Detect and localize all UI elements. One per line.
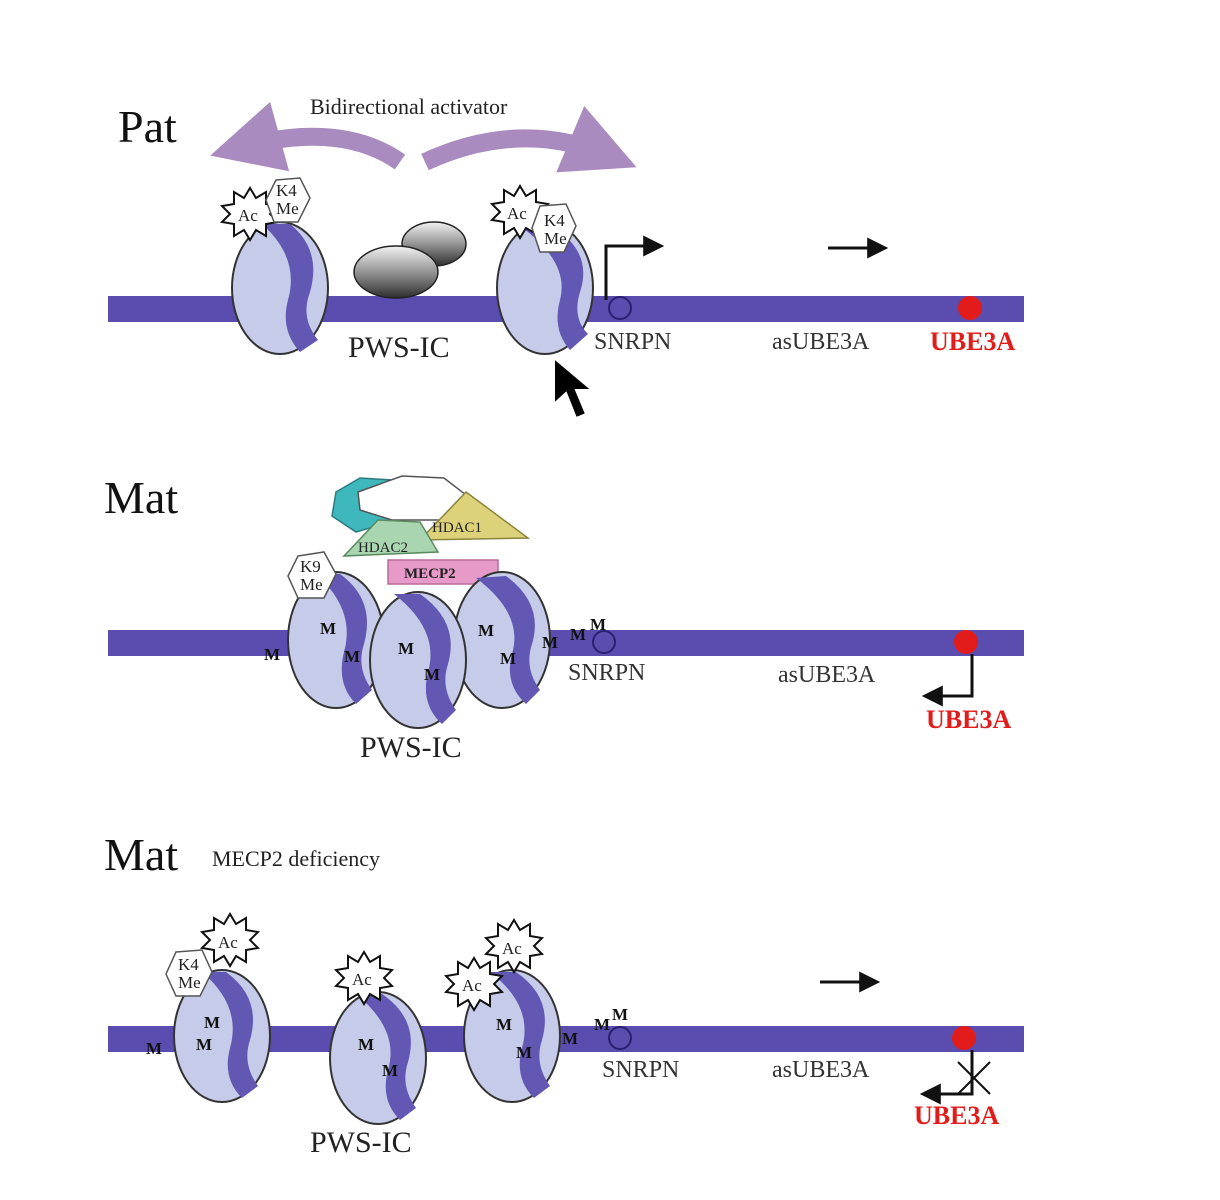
acetylation-star-icon xyxy=(333,950,395,1006)
gene-snrpn: SNRPN xyxy=(568,660,645,686)
k4me-hexagon-icon xyxy=(531,203,577,253)
cursor-pointer-icon xyxy=(553,355,595,420)
region-label: PWS-IC xyxy=(348,331,450,364)
hdac2-label: HDAC2 xyxy=(358,540,408,556)
methyl-mark: M xyxy=(562,1029,578,1048)
methyl-mark: M xyxy=(196,1035,212,1054)
methyl-mark: M xyxy=(382,1061,398,1080)
methyl-mark: M xyxy=(264,645,280,664)
methyl-mark: M xyxy=(496,1015,512,1034)
dna-strand xyxy=(108,630,1024,656)
methyl-mark: M xyxy=(570,625,586,644)
gene-ube3a: UBE3A xyxy=(930,327,1015,356)
ube3a-locus xyxy=(954,630,978,654)
methyl-mark: M xyxy=(424,665,440,684)
transcription-arrow-icon xyxy=(604,235,665,300)
mark-ac: Ac xyxy=(462,976,482,995)
ube3a-locus xyxy=(952,1026,976,1050)
mecp2-deficiency-label: MECP2 deficiency xyxy=(212,846,380,871)
mecp2-label: MECP2 xyxy=(404,566,456,582)
mark-ac: Ac xyxy=(218,933,238,952)
mark-k4: K4 xyxy=(276,181,297,200)
mark-k4: K4 xyxy=(544,211,565,230)
acetylation-star-icon xyxy=(443,956,505,1012)
activator-protein xyxy=(353,245,439,299)
methyl-mark: M xyxy=(146,1039,162,1058)
methyl-mark: M xyxy=(590,615,606,634)
panel-title: Mat xyxy=(104,829,178,880)
panel-maternal: Mat HDAC1 HDAC2 MECP2 K9 Me M M M M M xyxy=(104,472,1024,764)
mark-k4: K4 xyxy=(178,955,199,974)
gene-asube3a: asUBE3A xyxy=(772,329,870,355)
methyl-mark: M xyxy=(516,1043,532,1062)
gene-asube3a: asUBE3A xyxy=(772,1057,870,1083)
nucleosome xyxy=(496,221,594,355)
gene-snrpn: SNRPN xyxy=(602,1057,679,1083)
hdac1-label: HDAC1 xyxy=(432,520,482,536)
gene-snrpn: SNRPN xyxy=(594,329,671,355)
methyl-mark: M xyxy=(398,639,414,658)
gene-ube3a: UBE3A xyxy=(926,705,1011,734)
mark-me: Me xyxy=(300,575,323,594)
gene-asube3a: asUBE3A xyxy=(778,662,876,688)
region-label: PWS-IC xyxy=(310,1126,412,1159)
mark-k9: K9 xyxy=(300,557,321,576)
methyl-mark: M xyxy=(542,633,558,652)
methyl-mark: M xyxy=(358,1035,374,1054)
nucleosome xyxy=(173,969,271,1103)
hdac2-protein xyxy=(342,519,440,557)
nucleosome xyxy=(369,591,467,729)
panel-paternal: Pat Bidirectional activator Ac K4 Me Ac … xyxy=(108,94,1024,420)
acetylation-star-icon xyxy=(483,918,545,974)
methyl-mark: M xyxy=(612,1005,628,1024)
k9me-hexagon-icon xyxy=(287,551,337,599)
bidirectional-activator-label: Bidirectional activator xyxy=(310,94,508,119)
transcription-arrow-icon xyxy=(919,1050,974,1105)
snrpn-promoter xyxy=(608,296,632,320)
region-label: PWS-IC xyxy=(360,731,462,764)
mark-me: Me xyxy=(544,229,567,248)
methyl-mark: M xyxy=(594,1015,610,1034)
left-activator-arrow xyxy=(210,101,406,172)
transcription-arrow-icon xyxy=(921,654,974,707)
methyl-mark: M xyxy=(500,649,516,668)
mark-ac: Ac xyxy=(238,206,258,225)
mark-ac: Ac xyxy=(502,939,522,958)
k4me-hexagon-icon xyxy=(265,177,311,223)
nucleosome xyxy=(231,221,329,355)
panel-maternal-mecp2-deficiency: Mat MECP2 deficiency Ac K4 Me Ac Ac Ac M… xyxy=(104,829,1024,1159)
panel-title: Mat xyxy=(104,472,178,523)
mark-me: Me xyxy=(178,973,201,992)
methyl-mark: M xyxy=(204,1013,220,1032)
gene-ube3a: UBE3A xyxy=(914,1101,999,1130)
acetylation-star-icon xyxy=(199,912,261,968)
methyl-mark: M xyxy=(320,619,336,638)
mark-ac: Ac xyxy=(507,204,527,223)
panel-title: Pat xyxy=(118,101,177,152)
hdac1-protein xyxy=(418,491,531,541)
mark-me: Me xyxy=(276,199,299,218)
snrpn-promoter xyxy=(608,1026,632,1050)
mark-ac: Ac xyxy=(352,970,372,989)
inhibition-x-icon xyxy=(957,1061,991,1095)
methyl-mark: M xyxy=(478,621,494,640)
k4me-hexagon-icon xyxy=(165,949,213,997)
nucleosome xyxy=(287,571,385,709)
right-activator-arrow xyxy=(421,106,637,173)
nucleosome xyxy=(329,991,427,1125)
snrpn-promoter xyxy=(592,630,616,654)
ube3a-locus xyxy=(958,296,982,320)
methyl-mark: M xyxy=(344,647,360,666)
nucleosome xyxy=(453,571,551,709)
